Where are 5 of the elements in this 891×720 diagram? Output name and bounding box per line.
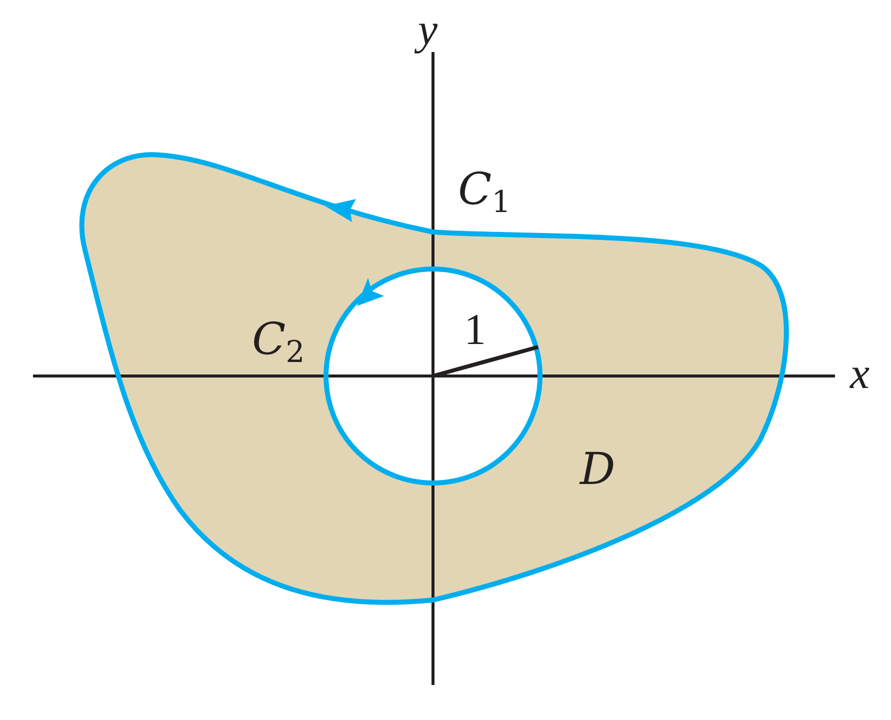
region-label: D bbox=[580, 448, 616, 492]
radius-label: 1 bbox=[464, 308, 486, 352]
curve-label: C$_{2}$ bbox=[252, 318, 305, 368]
curve-label: C$_{1}$ bbox=[458, 168, 511, 218]
axis-label: x bbox=[850, 352, 870, 396]
